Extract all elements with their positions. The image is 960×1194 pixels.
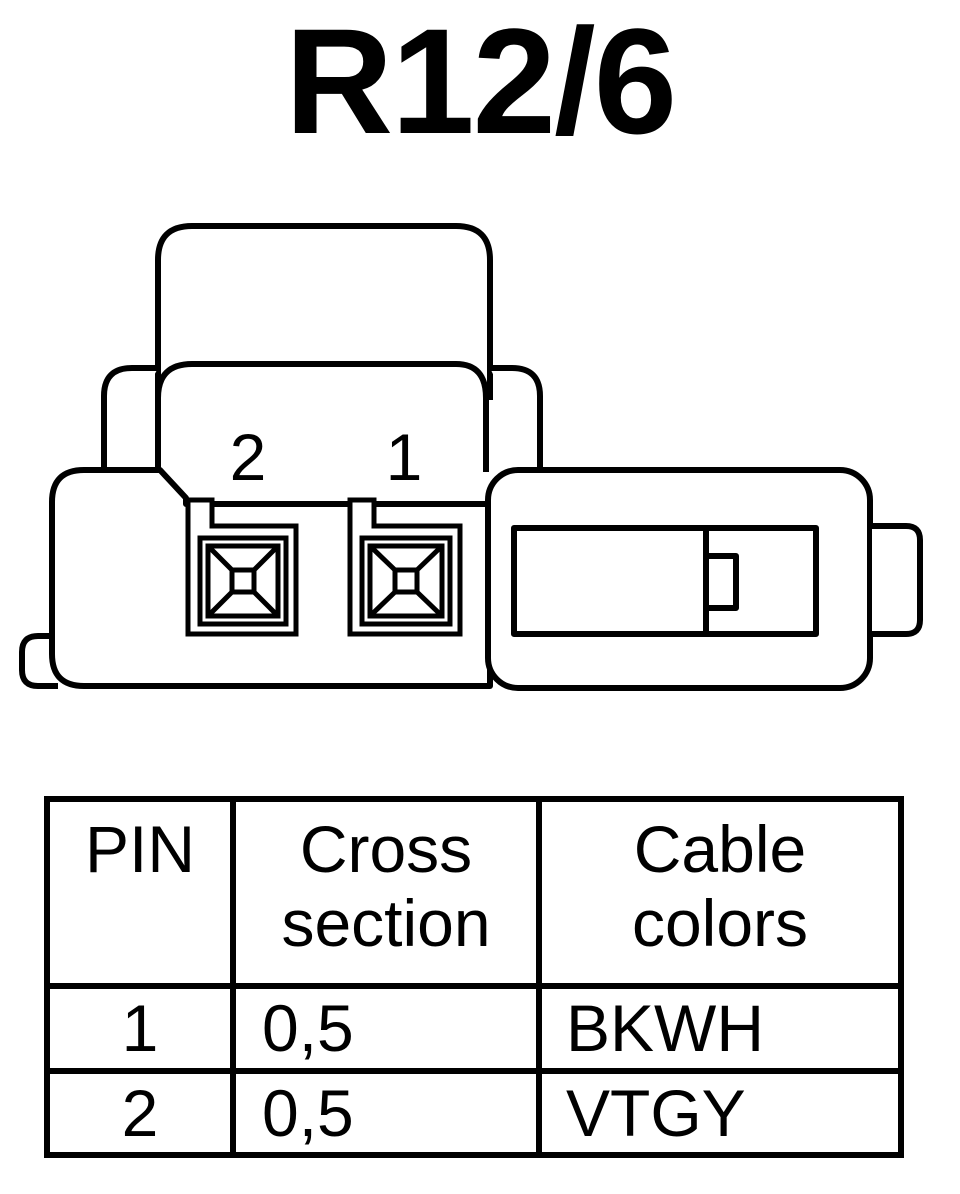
connector-top-latch [155,223,493,400]
header-cross-section: Cross section [230,795,542,990]
connector-window-notch [703,553,739,611]
header-pin: PIN [44,795,236,990]
pin-cavity-1 [347,497,463,637]
cell-cable-color: VTGY [536,1067,904,1159]
connector-window [511,525,819,637]
header-cable-colors: Cable colors [536,795,904,990]
pin-label-1: 1 [386,420,423,494]
connector-right-lug [490,365,543,470]
cell-cable-color: BKWH [536,983,904,1074]
pin-label-2: 2 [230,420,267,494]
connector-drawing: 2 1 [19,223,923,691]
connector-title: R12/6 [284,0,677,165]
cell-cross-section: 0,5 [230,1067,542,1159]
table-row: 1 0,5 BKWH [44,983,904,1074]
cell-pin: 1 [44,983,236,1074]
pin-cavity-2 [185,497,299,637]
cell-cross-section: 0,5 [230,983,542,1074]
connector-right-tab [872,523,923,637]
table-header-row: PIN Cross section Cable colors [44,795,904,990]
connector-left-lug [101,365,158,470]
connector-inner-housing [155,361,489,472]
pin-table: PIN Cross section Cable colors 1 0,5 BKW… [44,795,904,1159]
table-row: 2 0,5 VTGY [44,1067,904,1159]
cell-pin: 2 [44,1067,236,1159]
